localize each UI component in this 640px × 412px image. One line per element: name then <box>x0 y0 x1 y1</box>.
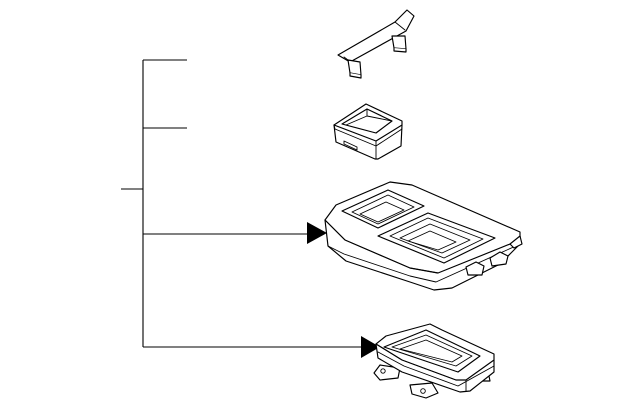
cup-holder-part <box>333 103 403 160</box>
leader-lines <box>121 59 380 358</box>
arrowhead-console-panel <box>307 222 327 244</box>
arrowhead-storage-tray <box>361 336 380 358</box>
bracket-part <box>337 9 415 79</box>
console-panel-part <box>324 181 523 291</box>
storage-tray-part <box>373 323 495 399</box>
